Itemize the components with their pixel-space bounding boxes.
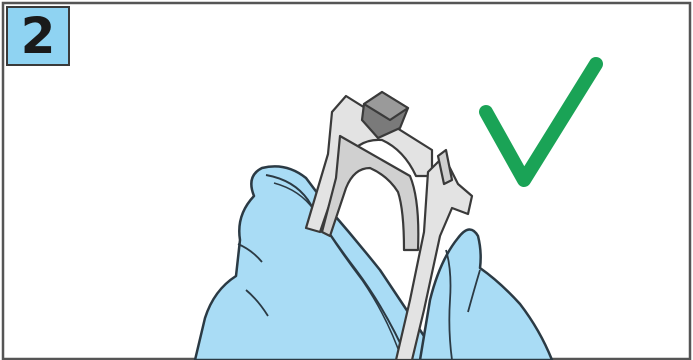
check-mark-icon: [486, 64, 596, 180]
step-number-badge: 2: [6, 6, 70, 66]
step-number: 2: [21, 11, 56, 61]
right-glove-icon: [420, 229, 552, 360]
